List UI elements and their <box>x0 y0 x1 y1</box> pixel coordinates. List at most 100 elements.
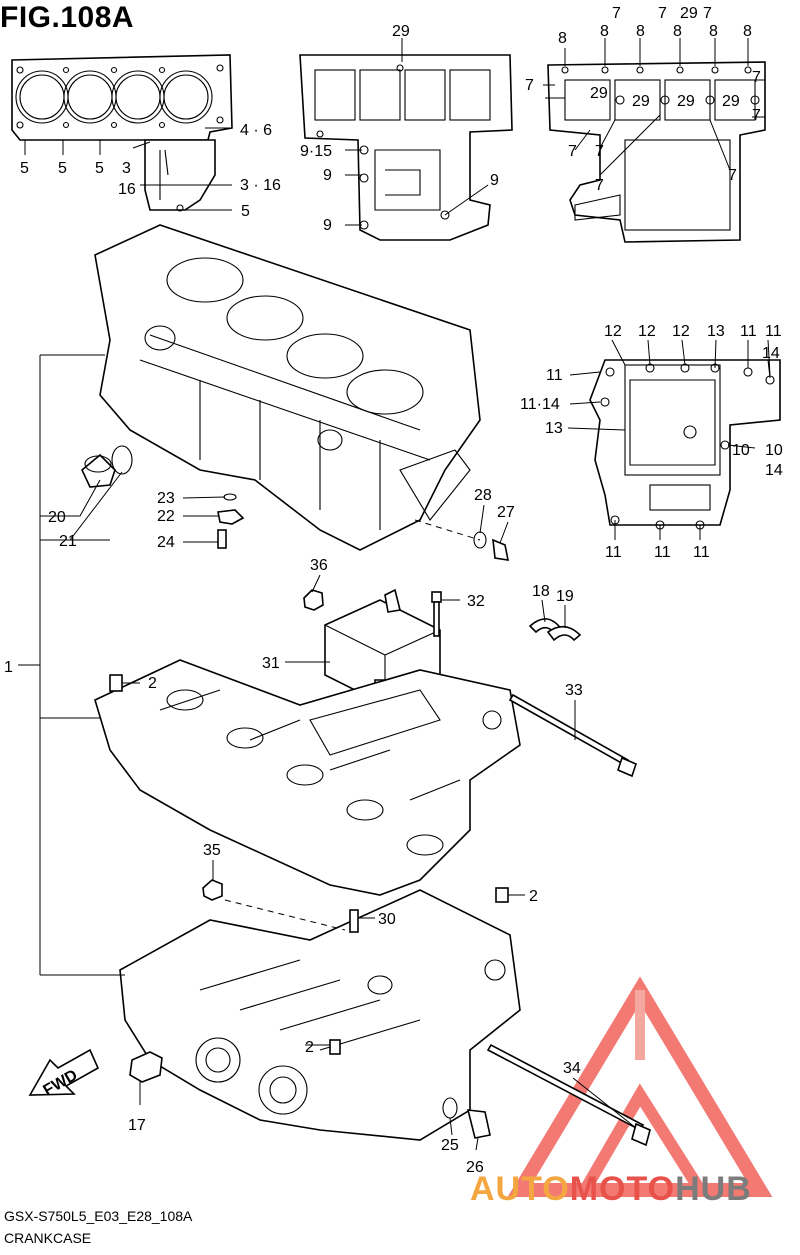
oil-filter-union-17 <box>129 1051 163 1083</box>
callout-2: 2 <box>305 1039 314 1056</box>
callout-5: 5 <box>20 160 29 177</box>
callout-29: 29 <box>590 85 608 102</box>
callout-30: 30 <box>378 911 396 928</box>
callout-8: 8 <box>709 23 718 40</box>
callout-7: 7 <box>568 143 577 160</box>
clamp-22 <box>217 509 245 525</box>
nut-35 <box>202 879 223 901</box>
callout-34: 34 <box>563 1060 581 1077</box>
callout-14: 14 <box>762 345 780 362</box>
callout-3: 3 <box>122 160 131 177</box>
callout-33: 33 <box>565 682 583 699</box>
callout-11: 11 <box>546 367 563 384</box>
lower-crankcase-upper <box>94 659 521 896</box>
callout-8: 8 <box>636 23 645 40</box>
callout-31: 31 <box>262 655 280 672</box>
callout-23: 23 <box>157 490 175 507</box>
callout-8: 8 <box>558 30 567 47</box>
callout-29: 29 <box>632 93 650 110</box>
callout-7: 7 <box>703 5 712 22</box>
upper-case-underside-view <box>547 61 766 243</box>
callout-14: 14 <box>765 462 783 479</box>
callout-18: 18 <box>532 583 550 600</box>
nut-36 <box>303 589 324 611</box>
plug-26 <box>466 1109 491 1139</box>
watermark-logo <box>507 976 773 1197</box>
callout-11: 11 <box>765 323 782 340</box>
watermark-auto: AUTO <box>470 1170 570 1208</box>
watermark-moto: MOTO <box>569 1170 676 1208</box>
callout-2: 2 <box>529 888 538 905</box>
stud-30 <box>349 909 359 933</box>
figure-name: CRANKCASE <box>4 1230 92 1246</box>
callout-26: 26 <box>466 1159 484 1176</box>
callout-2: 2 <box>148 675 157 692</box>
callout-9: 9 <box>323 167 332 184</box>
callout-7: 7 <box>595 143 604 160</box>
callout-13: 13 <box>545 420 563 437</box>
callout-36: 36 <box>310 557 328 574</box>
callout-10: 10 <box>765 442 783 459</box>
callout-11-14: 11·14 <box>520 396 560 413</box>
callout-5: 5 <box>95 160 104 177</box>
callout-11: 11 <box>605 544 622 561</box>
oil-pipe-bracket <box>144 139 216 212</box>
callout-9: 9 <box>490 172 499 189</box>
dowel-2b <box>495 887 509 903</box>
callout-1: 1 <box>4 659 13 676</box>
callout-12: 12 <box>638 323 656 340</box>
cylinder-base-gasket <box>11 54 233 141</box>
washer-23 <box>223 493 237 501</box>
callout-10: 10 <box>732 442 750 459</box>
callout-7: 7 <box>612 5 621 22</box>
watermark-wordmark: AUTOMOTOHUB <box>470 1170 752 1209</box>
callout-12: 12 <box>672 323 690 340</box>
oil-filler-plug <box>81 453 116 488</box>
callout-11: 11 <box>654 544 671 561</box>
bolt-24 <box>217 529 227 549</box>
plug-27 <box>492 538 510 561</box>
upper-case-bolt-view <box>299 54 513 241</box>
long-bolt-33 <box>508 693 637 778</box>
callout-7: 7 <box>752 69 761 86</box>
callout-7: 7 <box>595 177 604 194</box>
callout-9-15: 9·15 <box>300 143 332 160</box>
forward-direction-arrow <box>28 1048 100 1096</box>
figure-title: FIG.108A <box>0 1 135 34</box>
callout-28: 28 <box>474 487 492 504</box>
callout-8: 8 <box>600 23 609 40</box>
callout-35: 35 <box>203 842 221 859</box>
callout-8: 8 <box>743 23 752 40</box>
thrust-bearings <box>528 618 582 642</box>
callout-3-16: 3 · 16 <box>240 177 281 194</box>
callout-4-6: 4 · 6 <box>240 122 272 139</box>
callout-12: 12 <box>604 323 622 340</box>
callout-7: 7 <box>752 107 761 124</box>
callout-8: 8 <box>673 23 682 40</box>
callout-29: 29 <box>680 5 698 22</box>
callout-11: 11 <box>740 323 757 340</box>
callout-7: 7 <box>658 5 667 22</box>
callout-32: 32 <box>467 593 485 610</box>
callout-7: 7 <box>728 167 737 184</box>
callout-27: 27 <box>497 504 515 521</box>
callout-20: 20 <box>48 509 66 526</box>
callout-22: 22 <box>157 508 175 525</box>
leader-lines <box>24 38 771 1151</box>
long-bolt-34 <box>486 1043 651 1147</box>
callout-7: 7 <box>525 77 534 94</box>
callout-19: 19 <box>556 588 574 605</box>
lower-crankcase-bottom <box>119 889 521 1141</box>
group-bracket-1 <box>18 354 125 976</box>
callout-16: 16 <box>118 181 136 198</box>
callout-21: 21 <box>59 533 77 550</box>
callout-29: 29 <box>392 23 410 40</box>
callout-9: 9 <box>323 217 332 234</box>
upper-crankcase <box>94 224 481 551</box>
callout-29: 29 <box>677 93 695 110</box>
dowel-2c <box>329 1039 341 1055</box>
bolt-32 <box>431 591 442 637</box>
callout-13: 13 <box>707 323 725 340</box>
